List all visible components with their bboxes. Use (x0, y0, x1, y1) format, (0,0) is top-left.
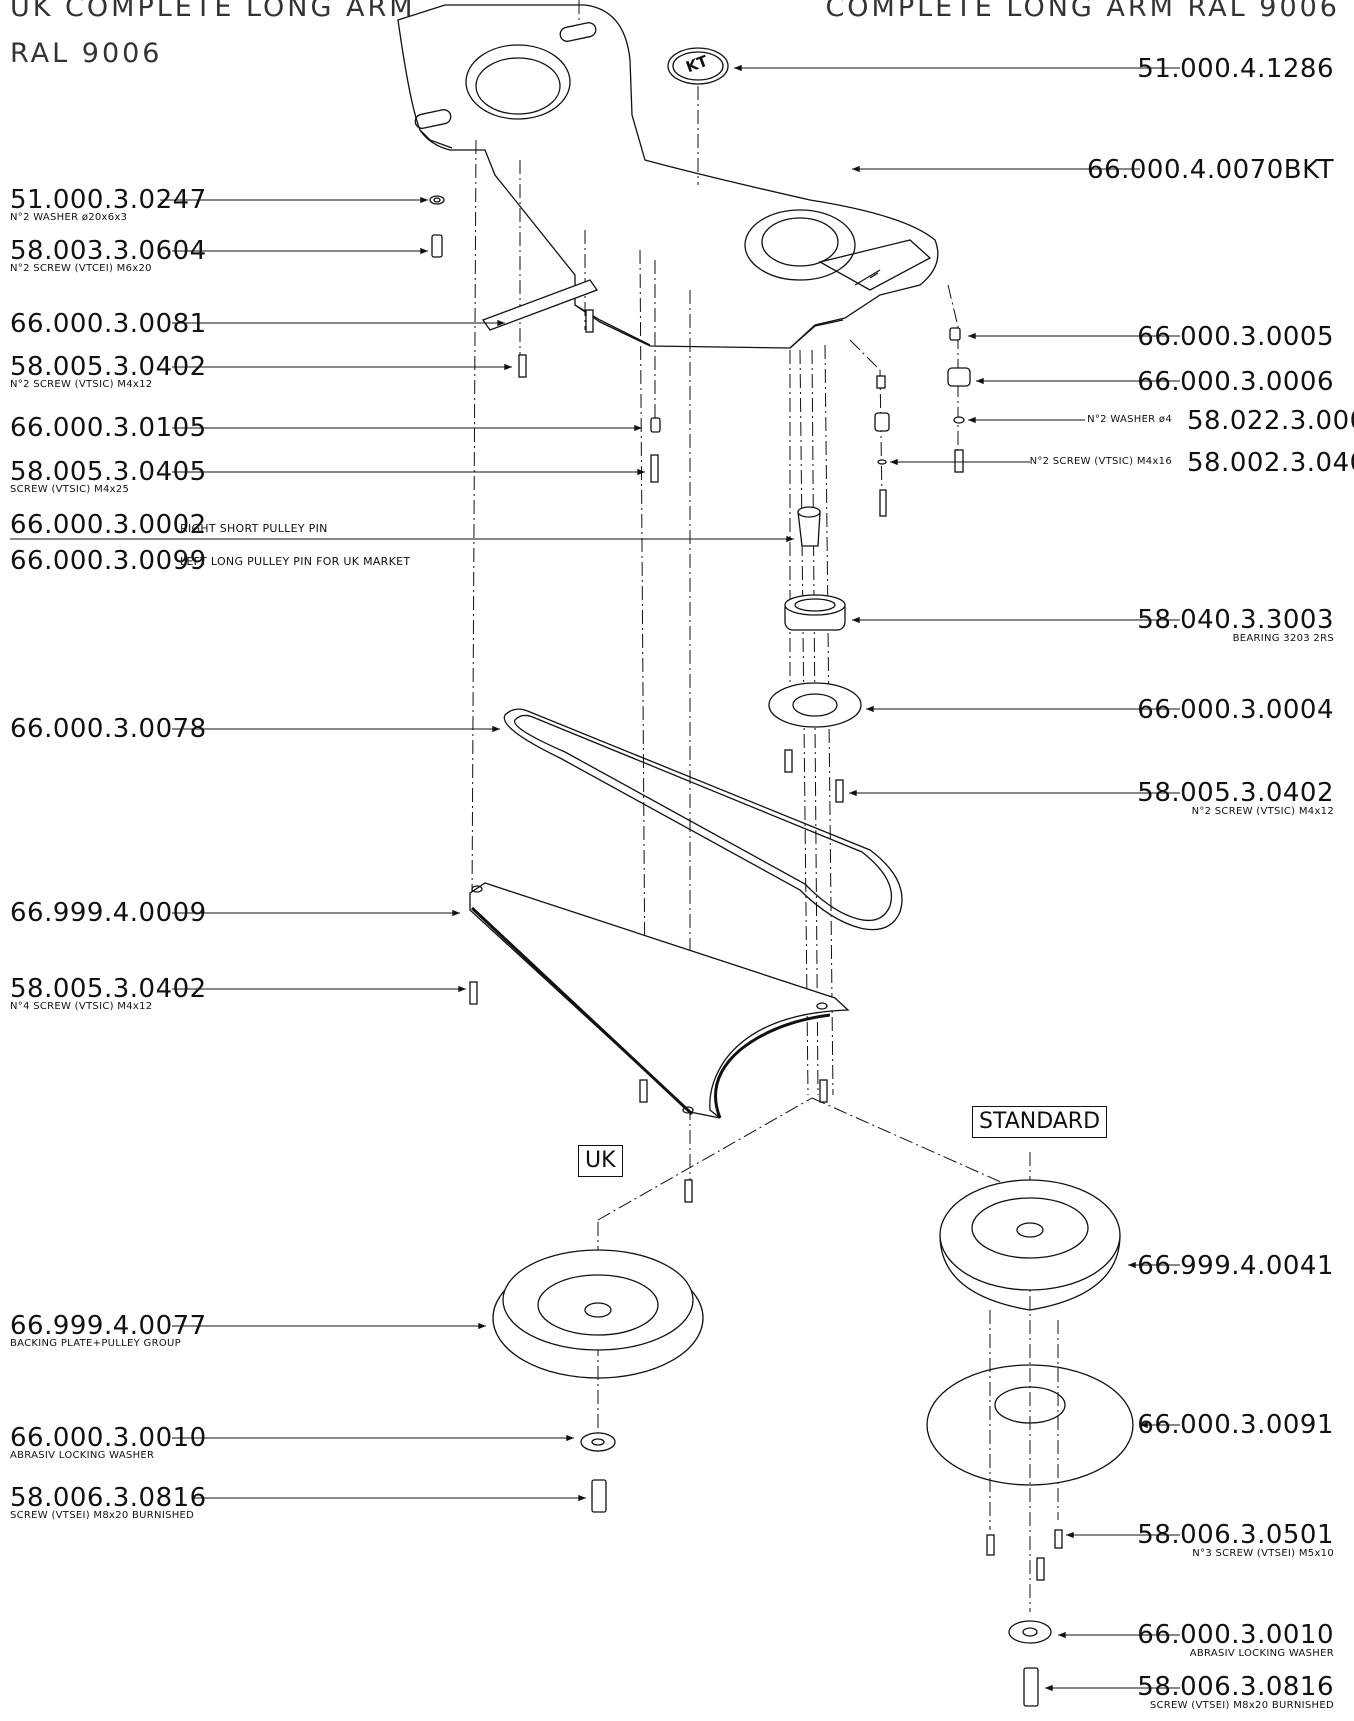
callout-code: 51.000.3.0247 (10, 185, 207, 215)
callout-code: 66.000.3.0105 (10, 413, 207, 443)
callout-code: 66.999.4.0077 (10, 1311, 207, 1341)
callout-code: 66.000.3.0005 (1137, 322, 1334, 352)
callout-code: 51.000.4.1286 (1137, 54, 1334, 84)
callout-code: 58.006.3.0501 (1137, 1520, 1334, 1550)
callout-code: 58.005.3.0402 (10, 352, 207, 382)
callout-desc: N°2 SCREW (VTCEI) M6x20 (10, 263, 152, 274)
variant-label-uk: UK (578, 1145, 623, 1178)
callout-code: 58.022.3.0001 (1187, 406, 1354, 436)
callout-code: 58.040.3.3003 (1137, 605, 1334, 635)
callout-desc: SCREW (VTSEI) M8x20 BURNISHED (10, 1510, 195, 1521)
callout-code: 58.006.3.0816 (10, 1483, 207, 1513)
drive-belt (503, 708, 903, 931)
header-uk-title-line2: RAL 9006 (10, 38, 163, 69)
callout-desc: N°3 SCREW (VTSEI) M5x10 (1192, 1548, 1334, 1559)
belt-cover-plate (469, 882, 850, 1119)
uk-pulley-group (492, 1249, 704, 1379)
callout-code: 66.999.4.0009 (10, 898, 207, 928)
variant-label-standard: STANDARD (972, 1106, 1108, 1139)
callout-code: 58.002.3.0403 (1187, 448, 1354, 478)
callout-desc: LEFT LONG PULLEY PIN FOR UK MARKET (180, 555, 411, 568)
callout-desc: N°2 WASHER ø4 (1087, 414, 1172, 425)
callout-desc: N°2 SCREW (VTSIC) M4x16 (1029, 456, 1172, 467)
callout-desc: SCREW (VTSIC) M4x25 (10, 484, 130, 495)
callout-code: 66.000.3.0006 (1137, 367, 1334, 397)
callout-code: 66.000.3.0010 (1137, 1620, 1334, 1650)
header-standard-title: COMPLETE LONG ARM RAL 9006 (825, 0, 1340, 23)
leader-lines (10, 64, 1180, 1692)
callout-desc: BEARING 3203 2RS (1232, 633, 1334, 644)
callout-code: 66.000.3.0002 (10, 510, 207, 540)
callout-desc: N°2 WASHER ø20x6x3 (10, 212, 128, 223)
callout-code: 66.000.3.0078 (10, 714, 207, 744)
callout-desc: SCREW (VTSEI) M8x20 BURNISHED (1149, 1700, 1334, 1711)
callout-code: 66.000.4.0070BKT (1087, 155, 1334, 185)
callout-desc: N°2 SCREW (VTSIC) M4x12 (1191, 806, 1334, 817)
callout-desc: BACKING PLATE+PULLEY GROUP (10, 1338, 181, 1349)
callout-code: 66.000.3.0010 (10, 1423, 207, 1453)
callout-code: 58.006.3.0816 (1137, 1672, 1334, 1702)
callout-desc: RIGHT SHORT PULLEY PIN (180, 522, 328, 535)
callout-code: 58.005.3.0402 (10, 974, 207, 1004)
callout-desc: N°4 SCREW (VTSIC) M4x12 (10, 1001, 153, 1012)
callout-code: 66.000.3.0091 (1137, 1410, 1334, 1440)
callout-desc: N°2 SCREW (VTSIC) M4x12 (10, 379, 153, 390)
hardware (429, 195, 1063, 1707)
header-uk-title-line1: UK COMPLETE LONG ARM (10, 0, 416, 23)
callout-desc: ABRASIV LOCKING WASHER (1189, 1648, 1334, 1659)
callout-code: 66.999.4.0041 (1137, 1251, 1334, 1281)
callout-code: 66.000.3.0099 (10, 546, 207, 576)
callout-code: 66.000.3.0004 (1137, 695, 1334, 725)
callout-code: 58.003.3.0604 (10, 236, 207, 266)
callout-code: 58.005.3.0402 (1137, 778, 1334, 808)
long-arm-body (397, 4, 939, 349)
kt-logo-disc (667, 47, 729, 85)
standard-pulley-group (926, 1179, 1134, 1486)
callout-code: 66.000.3.0081 (10, 309, 207, 339)
callout-desc: ABRASIV LOCKING WASHER (10, 1450, 155, 1461)
callout-code: 58.005.3.0405 (10, 457, 207, 487)
